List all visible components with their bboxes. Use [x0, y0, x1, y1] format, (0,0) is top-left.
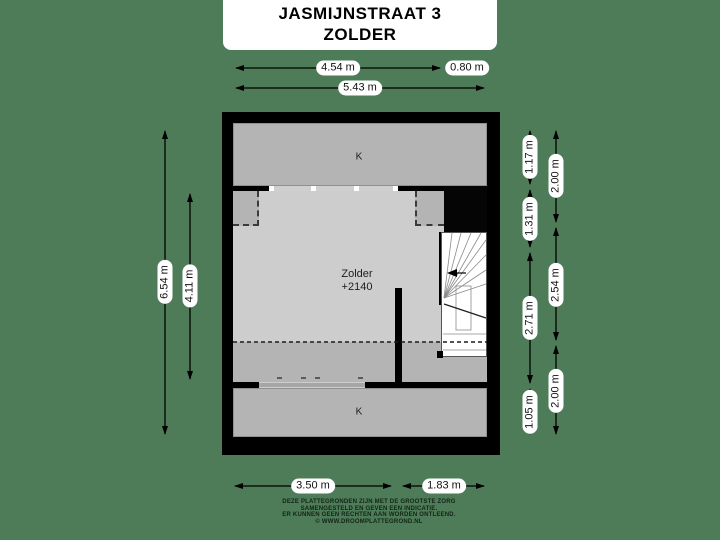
page-title: JASMIJNSTRAAT 3	[278, 4, 442, 23]
stair-treads	[443, 333, 486, 351]
dimension-label: 2.00 m	[548, 369, 564, 413]
dimension-label: 4.11 m	[182, 264, 198, 308]
window-tick	[354, 186, 359, 191]
dimension-label: 2.00 m	[548, 154, 564, 198]
stair-rail	[455, 285, 472, 331]
disclaimer-line: © WWW.DROOMPLATTEGROND.NL	[315, 518, 423, 525]
dimension-label: 3.50 m	[291, 478, 335, 494]
partition-wall	[395, 288, 402, 382]
closet-strip-bottom	[233, 388, 487, 437]
dormer-right	[415, 191, 444, 226]
dormer-left	[233, 191, 259, 226]
stair-wall-stub	[437, 351, 443, 358]
closet-label-top: K	[355, 151, 363, 163]
disclaimer-line: ER KUNNEN GEEN RECHTEN AAN WORDEN ONTLEE…	[282, 512, 456, 519]
wall-segment	[233, 382, 259, 388]
stair-treads-fan	[443, 232, 487, 299]
room-name: Zolder	[341, 268, 373, 280]
closet-label-bottom: K	[355, 406, 363, 418]
dimension-label: 4.54 m	[316, 60, 360, 76]
dimension-label: 1.17 m	[522, 135, 538, 179]
dimension-label: 0.80 m	[445, 60, 489, 76]
dimension-label: 1.05 m	[522, 390, 538, 434]
room-label: Zolder +2140	[341, 268, 372, 294]
wall-segment	[398, 186, 445, 191]
dimension-label: 6.54 m	[157, 260, 173, 304]
page-subtitle: ZOLDER	[323, 25, 397, 44]
roof-tick	[358, 377, 363, 379]
closet-strip-top	[233, 123, 487, 186]
dimension-label: 1.31 m	[522, 197, 538, 241]
stair-direction-arrow	[447, 269, 466, 277]
wall-segment	[365, 382, 487, 388]
dimension-label: 5.43 m	[338, 80, 382, 96]
window-tick	[269, 186, 274, 191]
disclaimer-line: SAMENGESTELD EN GEVEN EEN INDICATIE.	[300, 505, 438, 512]
roof-tick	[301, 377, 306, 379]
roof-tick	[277, 377, 282, 379]
room-ceiling-height: +2140	[341, 281, 373, 293]
title-box: JASMIJNSTRAAT 3 ZOLDER	[223, 0, 497, 50]
wall-segment	[233, 186, 269, 191]
dimension-label: 2.71 m	[522, 296, 538, 340]
window-band	[269, 186, 398, 191]
roof-tick	[315, 377, 320, 379]
window-tick	[393, 186, 398, 191]
disclaimer: DEZE PLATTEGRONDEN ZIJN MET DE GROOTSTE …	[282, 499, 455, 525]
window-tick	[311, 186, 316, 191]
stair-break-line	[443, 303, 487, 319]
dimension-label: 2.54 m	[548, 263, 564, 307]
dimension-label: 1.83 m	[422, 478, 466, 494]
wall-opening	[259, 383, 365, 387]
disclaimer-line: DEZE PLATTEGRONDEN ZIJN MET DE GROOTSTE …	[282, 499, 456, 505]
void-area	[444, 186, 487, 232]
